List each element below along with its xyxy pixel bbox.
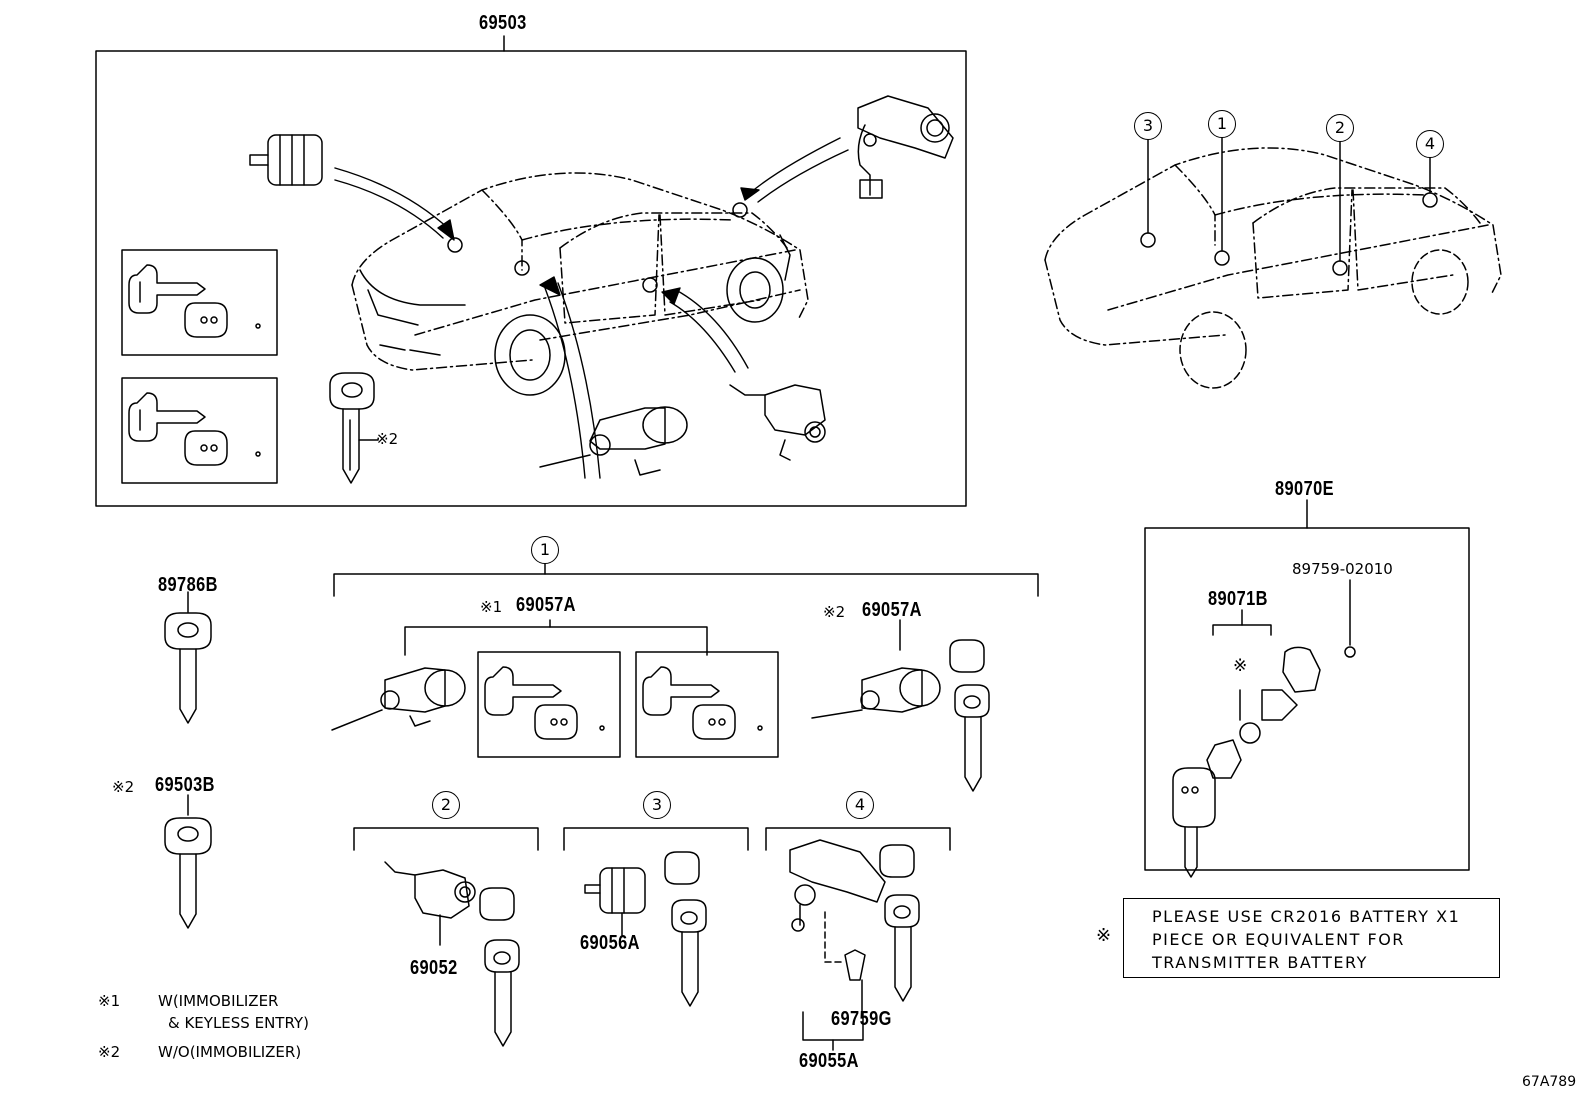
legend-1-line2: & KEYLESS ENTRY): [168, 1014, 309, 1032]
key-69503B-icon: [164, 794, 212, 929]
transmitter-parts-icon: [1172, 579, 1356, 878]
group-1-bracket: [333, 563, 1039, 597]
ref-mark-1-69057A: ※1: [480, 598, 503, 616]
trunk-lock-icon: [857, 95, 954, 199]
arrows: [334, 137, 849, 479]
legend-1-line1: W(IMMOBILIZER: [158, 992, 279, 1010]
battery-note-box: PLEASE USE CR2016 BATTERY X1 PIECE OR EQ…: [1123, 898, 1500, 978]
legend-1-mark: ※1: [98, 992, 121, 1010]
callout-3-car: 3: [1134, 112, 1162, 140]
label-69503B: 69503B: [155, 774, 215, 796]
car-main-details: [359, 202, 791, 396]
inset-key-set-1: [121, 249, 278, 356]
group-69057A-1-bracket: [404, 619, 708, 656]
inset-key-set-4: [635, 651, 779, 758]
hood-cylinder-icon: [249, 134, 323, 186]
cylinder-69052-icon: [384, 861, 520, 1047]
label-89071B: 89071B: [1208, 588, 1268, 610]
callout-3-group: 3: [643, 791, 671, 819]
group-3-bracket: [563, 827, 749, 851]
label-69056A: 69056A: [580, 932, 640, 954]
cylinder-69057A-1-icon: [331, 667, 466, 731]
key-89786B-icon: [164, 591, 212, 724]
diagram-code: 67A789: [1522, 1074, 1577, 1090]
ignition-cylinder-icon: [539, 406, 688, 476]
legend-2-line1: W/O(IMMOBILIZER): [158, 1043, 302, 1061]
note-line-2: PIECE OR EQUIVALENT FOR: [1152, 930, 1405, 949]
ref-mark-2-main: ※2: [376, 430, 399, 448]
inset-key-set-3: [477, 651, 621, 758]
transmitter-89070E-frame: [1144, 499, 1470, 871]
car-outline-main: [351, 172, 809, 371]
cylinder-69056A-icon: [584, 851, 707, 1007]
cylinder-69055A-icon: [789, 839, 920, 1002]
cylinder-69057A-2-icon: [811, 619, 990, 792]
callout-4-car: 4: [1416, 130, 1444, 158]
key-no-immobilizer-icon: [329, 372, 379, 484]
car-outline-right: [1044, 147, 1502, 346]
group-4-bracket: [765, 827, 951, 851]
label-89070E: 89070E: [1275, 478, 1335, 500]
group-2-bracket: [353, 827, 539, 851]
note-line-1: PLEASE USE CR2016 BATTERY X1: [1152, 907, 1461, 926]
label-69052: 69052: [410, 957, 458, 979]
callout-2-group: 2: [432, 791, 460, 819]
callout-1-car: 1: [1208, 110, 1236, 138]
label-69057A-1: 69057A: [516, 594, 576, 616]
door-cylinder-icon: [729, 384, 826, 461]
callout-1-group: 1: [531, 536, 559, 564]
car-right-details: [1140, 137, 1469, 389]
inset-key-set-2: [121, 377, 278, 484]
label-89786B: 89786B: [158, 574, 218, 596]
bracket-69055A: [802, 979, 864, 1051]
legend-2-mark: ※2: [98, 1043, 121, 1061]
callout-2-car: 2: [1326, 114, 1354, 142]
ref-mark-2-69057A: ※2: [823, 603, 846, 621]
label-69057A-2: 69057A: [862, 599, 922, 621]
note-ref-mark: ※: [1096, 925, 1112, 946]
note-line-3: TRANSMITTER BATTERY: [1152, 953, 1368, 972]
label-69055A: 69055A: [799, 1050, 859, 1072]
label-69759G: 69759G: [831, 1008, 892, 1030]
label-69503: 69503: [479, 12, 527, 34]
ref-mark-2-69503B: ※2: [112, 778, 135, 796]
callout-4-group: 4: [846, 791, 874, 819]
label-89759-02010: 89759-02010: [1292, 560, 1393, 578]
ref-mark-transmitter: ※: [1233, 656, 1248, 676]
assembly-69503-frame: [95, 35, 967, 507]
